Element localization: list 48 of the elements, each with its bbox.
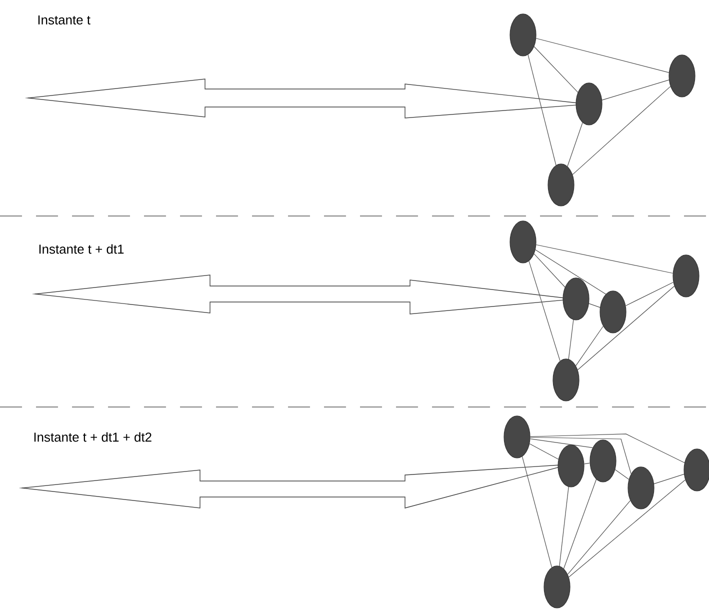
node-ellipse — [668, 54, 696, 98]
connecting-line — [563, 479, 597, 569]
connecting-line — [522, 456, 552, 568]
node-ellipse — [558, 444, 584, 488]
connecting-line — [625, 282, 674, 306]
connecting-line — [614, 469, 630, 480]
connecting-line — [529, 443, 559, 460]
node-ellipse — [510, 220, 536, 264]
connecting-line — [576, 326, 604, 366]
connecting-line — [577, 286, 675, 370]
connecting-line — [530, 434, 685, 464]
connecting-line — [530, 436, 632, 474]
connecting-line — [602, 80, 670, 100]
connecting-line — [584, 462, 590, 464]
connecting-line — [572, 86, 671, 175]
connecting-line — [534, 46, 578, 93]
connecting-line — [535, 249, 606, 294]
node-ellipse — [628, 466, 654, 510]
connecting-line — [530, 438, 593, 448]
hollow-arrow — [18, 464, 560, 508]
connecting-line — [536, 244, 674, 274]
connecting-line — [567, 500, 631, 575]
node-ellipse — [684, 448, 709, 492]
hollow-arrow — [32, 274, 566, 314]
time-label: Instante t + dt1 + dt2 — [34, 432, 152, 442]
node-ellipse — [544, 566, 570, 608]
connecting-line — [559, 486, 569, 566]
connecting-line — [528, 54, 556, 166]
node-ellipse — [600, 290, 626, 334]
connecting-line — [528, 260, 560, 362]
connecting-line — [534, 254, 566, 288]
connecting-line — [567, 122, 583, 167]
node-ellipse — [590, 440, 616, 482]
hollow-arrow — [24, 78, 578, 118]
time-label: Instante t — [38, 15, 90, 24]
connecting-line — [568, 480, 686, 578]
node-ellipse — [672, 254, 700, 298]
node-ellipse — [576, 82, 602, 126]
time-label: Instante t + dt1 — [39, 244, 124, 254]
node-ellipse — [548, 164, 574, 206]
connecting-line — [568, 320, 574, 360]
connecting-line — [536, 38, 670, 73]
connecting-line — [654, 474, 684, 484]
node-ellipse — [552, 358, 580, 402]
node-ellipse — [504, 416, 530, 458]
node-ellipse — [510, 14, 536, 56]
node-ellipse — [562, 278, 590, 320]
connecting-line — [588, 303, 600, 308]
